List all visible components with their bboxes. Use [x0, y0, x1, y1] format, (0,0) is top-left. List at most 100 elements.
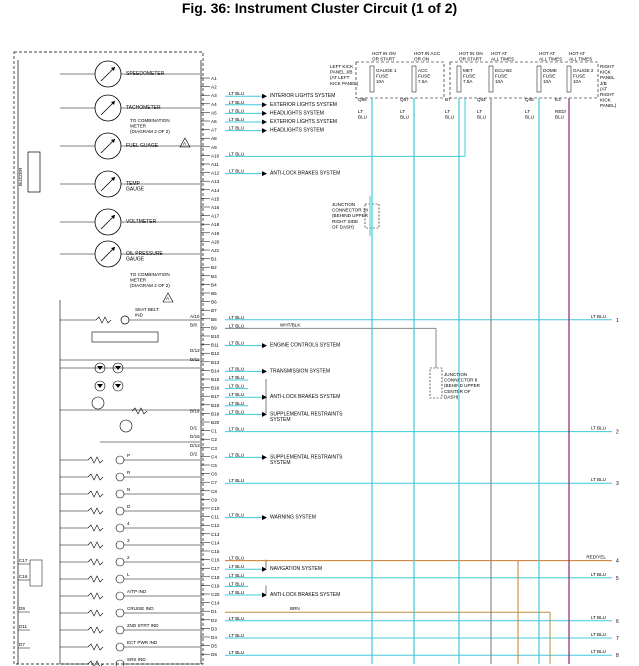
buzzer-label: BUZZER	[18, 167, 23, 186]
pin-A5-4: A5	[211, 110, 217, 115]
pin-B8-28: B8	[211, 317, 217, 322]
system-label-C17: NAVIGATION SYSTEM	[270, 566, 322, 572]
indicator-lamp-3	[115, 506, 125, 516]
led-2	[94, 380, 106, 392]
indicator-lamp-10	[115, 625, 125, 635]
pin-A13-12: A13	[211, 179, 220, 184]
system-label-C11: WARNING SYSTEM	[270, 515, 316, 521]
delta-marker-2	[162, 292, 174, 303]
left-kick-panel-jb	[355, 61, 445, 99]
system-label-A7: HEADLIGHTS SYSTEM	[270, 128, 324, 134]
pin-B3-23: B3	[211, 274, 217, 279]
left-pin-code-B13: D/11	[190, 357, 200, 362]
indicator-lamp-6	[115, 557, 125, 567]
indicator-resistor-9	[87, 609, 104, 617]
system-label-B11: ENGINE CONTROLS SYSTEM	[270, 343, 340, 349]
right-wire-color-2: LT BLU	[591, 426, 606, 431]
indicator-label-1: R	[127, 470, 131, 475]
left-pin-code-B9: B/8	[190, 322, 197, 327]
pin-C11-51: C11	[211, 515, 220, 520]
pin-D2-63: D2	[211, 618, 217, 623]
left-connector-C17: C17	[19, 558, 28, 563]
wire-color-B16: LT BLU	[229, 384, 244, 389]
right-wire-color-4: RED/YEL	[586, 555, 606, 560]
pin-C16-56: C16	[211, 558, 220, 563]
pin-A14-13: A14	[211, 188, 220, 193]
pin-C1-41: C1	[211, 429, 217, 434]
wire-color-A10: LT BLU	[229, 151, 244, 156]
pin-B14-34: B14	[211, 368, 220, 373]
figure-title: Fig. 36: Instrument Cluster Circuit (1 o…	[181, 0, 458, 16]
wire-color-D2: LT BLU	[229, 616, 244, 621]
pin-B18-38: B18	[211, 403, 220, 408]
wire-color-C18: LT BLU	[229, 573, 244, 578]
right-wire-number-4: 4	[616, 559, 619, 565]
wire-color-A12: LT BLU	[229, 169, 244, 174]
oil-pressure-gauge-needle-tip	[111, 247, 115, 251]
indicator-lamp-5	[115, 540, 125, 550]
indicator-resistor-2	[87, 490, 104, 498]
pin-C18-58: C18	[211, 575, 220, 580]
left-connector-D7: D7	[19, 642, 25, 647]
pin-A20-19: A20	[211, 239, 220, 244]
indicator-resistor-8	[87, 592, 104, 600]
system-arrow-C17	[262, 566, 267, 572]
pin-C4-44: C4	[211, 454, 217, 459]
system-arrow-C20	[262, 592, 267, 598]
indicator-label-6: 2	[127, 555, 130, 560]
pin-D1-62: D1	[211, 609, 217, 614]
wire-color-D4: LT BLU	[229, 633, 244, 638]
right-wire-color-1: LT BLU	[591, 314, 606, 319]
fuse-1-element	[411, 65, 417, 93]
indicator-lamp-11	[115, 642, 125, 652]
pin-C5-45: C5	[211, 463, 217, 468]
system-arrow-A7	[262, 128, 267, 134]
fuse-3-element	[488, 65, 494, 93]
left-connector-C16: C16	[19, 574, 28, 579]
pin-B15-35: B15	[211, 377, 220, 382]
pin-A21-20: A21	[211, 248, 220, 253]
wire-color-A4: LT BLU	[229, 100, 244, 105]
wire-tag-B9: WHT/BLK	[280, 322, 301, 327]
system-arrow-B14	[262, 368, 267, 374]
right-wire-number-7: 7	[616, 636, 619, 642]
pin-C20-60: C20	[211, 592, 220, 597]
fuse-3-pin: Q44	[477, 97, 486, 102]
pin-A4-3: A4	[211, 102, 217, 107]
pin-B19-39: B19	[211, 411, 220, 416]
pin-A15-14: A15	[211, 196, 220, 201]
instrument-cluster-outline	[13, 51, 204, 665]
left-pin-code-C2: D/16	[190, 434, 200, 439]
left-pin-code-B8: A/10	[190, 314, 200, 319]
led-arrow-3	[115, 384, 121, 388]
indicator-label-3: D	[127, 504, 131, 509]
wire-color-A3: LT BLU	[229, 91, 244, 96]
indicator-label-11: ECT PWR IND	[127, 640, 158, 645]
fuse-5-pin: E3	[555, 97, 561, 102]
pin-A6-5: A6	[211, 119, 217, 124]
pin-B12-32: B12	[211, 351, 220, 356]
fuse-4-element	[536, 65, 542, 93]
fuse-5-wire: RED/BLU	[555, 109, 567, 120]
indicator-label-8: A/TP IND	[127, 589, 147, 594]
wire-color-B18: LT BLU	[229, 401, 244, 406]
left-pin-code-C4: D/2	[190, 451, 198, 456]
fuse-2-pin: B7	[445, 97, 451, 102]
pin-A19-18: A19	[211, 231, 220, 236]
wire-color-B14: LT BLU	[229, 366, 244, 371]
delta-marker-1	[179, 137, 191, 148]
pin-D3-64: D3	[211, 626, 217, 631]
pin-B4-24: B4	[211, 282, 217, 287]
tachometer-needle-tip	[111, 101, 115, 105]
